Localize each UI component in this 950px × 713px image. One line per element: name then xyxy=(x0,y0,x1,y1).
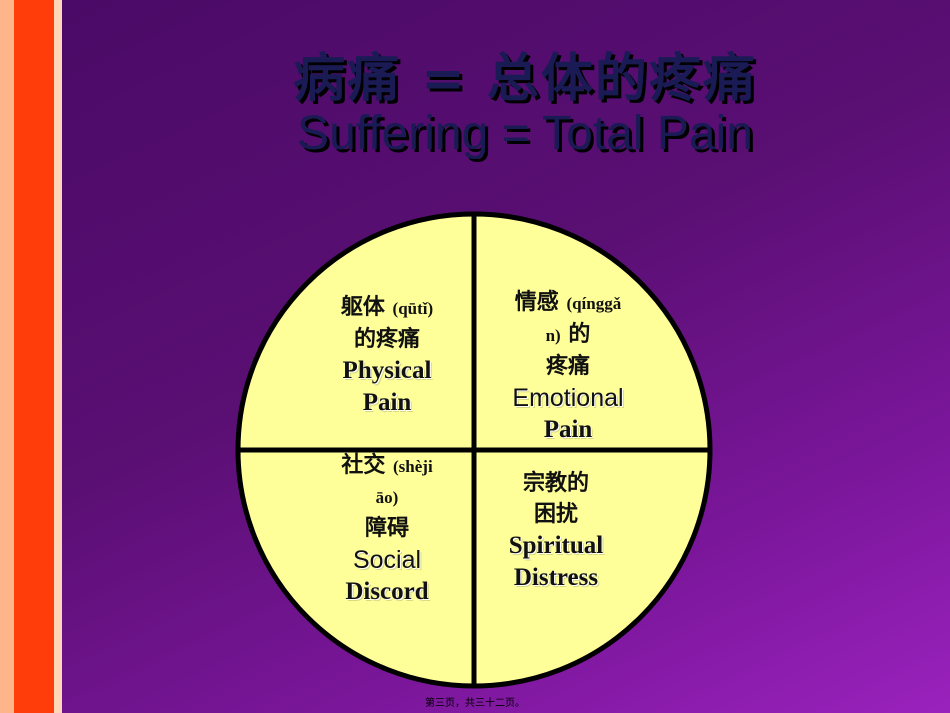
social-en-line2: Discord xyxy=(345,578,429,605)
social-en-line1: Social xyxy=(352,546,422,574)
physical-en-line1: Physical xyxy=(342,357,432,384)
spiritual-en-line1: Spiritual xyxy=(508,532,604,559)
quadrant-social: 社交 (shèji āo) 障碍 Social Discord xyxy=(322,450,452,608)
emotional-cn-line3: 疼痛 xyxy=(545,353,590,379)
left-accent-bar-cream xyxy=(54,0,62,713)
title-chinese: 病痛 = 总体的疼痛 xyxy=(293,49,757,109)
emotional-cn-line1: 情感 (qínggǎ xyxy=(514,289,622,315)
left-accent-bar-light xyxy=(0,0,14,713)
quadrant-emotional: 情感 (qínggǎ n) 的 疼痛 Emotional Pain xyxy=(500,287,636,446)
social-pinyin-line2: āo) xyxy=(375,488,399,507)
physical-en-line2: Pain xyxy=(362,389,412,416)
left-accent-bar-red xyxy=(14,0,54,713)
page-footer: 第三页，共三十二页。 xyxy=(425,698,525,709)
physical-cn-line1: 躯体 (qūtǐ) xyxy=(340,294,434,320)
spiritual-cn-line2: 困扰 xyxy=(533,501,578,527)
social-cn-line2: 障碍 xyxy=(364,515,409,541)
emotional-cn-line2: n) 的 xyxy=(545,321,591,347)
spiritual-cn-line1: 宗教的 xyxy=(522,470,589,496)
physical-cn-line2: 的疼痛 xyxy=(353,326,420,352)
quadrant-spiritual: 宗教的 困扰 Spiritual Distress xyxy=(496,468,616,594)
title-english: Suffering = Total Pain xyxy=(297,107,753,160)
emotional-en-line2: Pain xyxy=(543,416,593,443)
quadrant-physical: 躯体 (qūtǐ) 的疼痛 Physical Pain xyxy=(322,292,452,419)
spiritual-en-line2: Distress xyxy=(513,564,599,591)
emotional-en-line1: Emotional xyxy=(512,384,624,412)
social-cn-line1: 社交 (shèji xyxy=(341,452,433,478)
